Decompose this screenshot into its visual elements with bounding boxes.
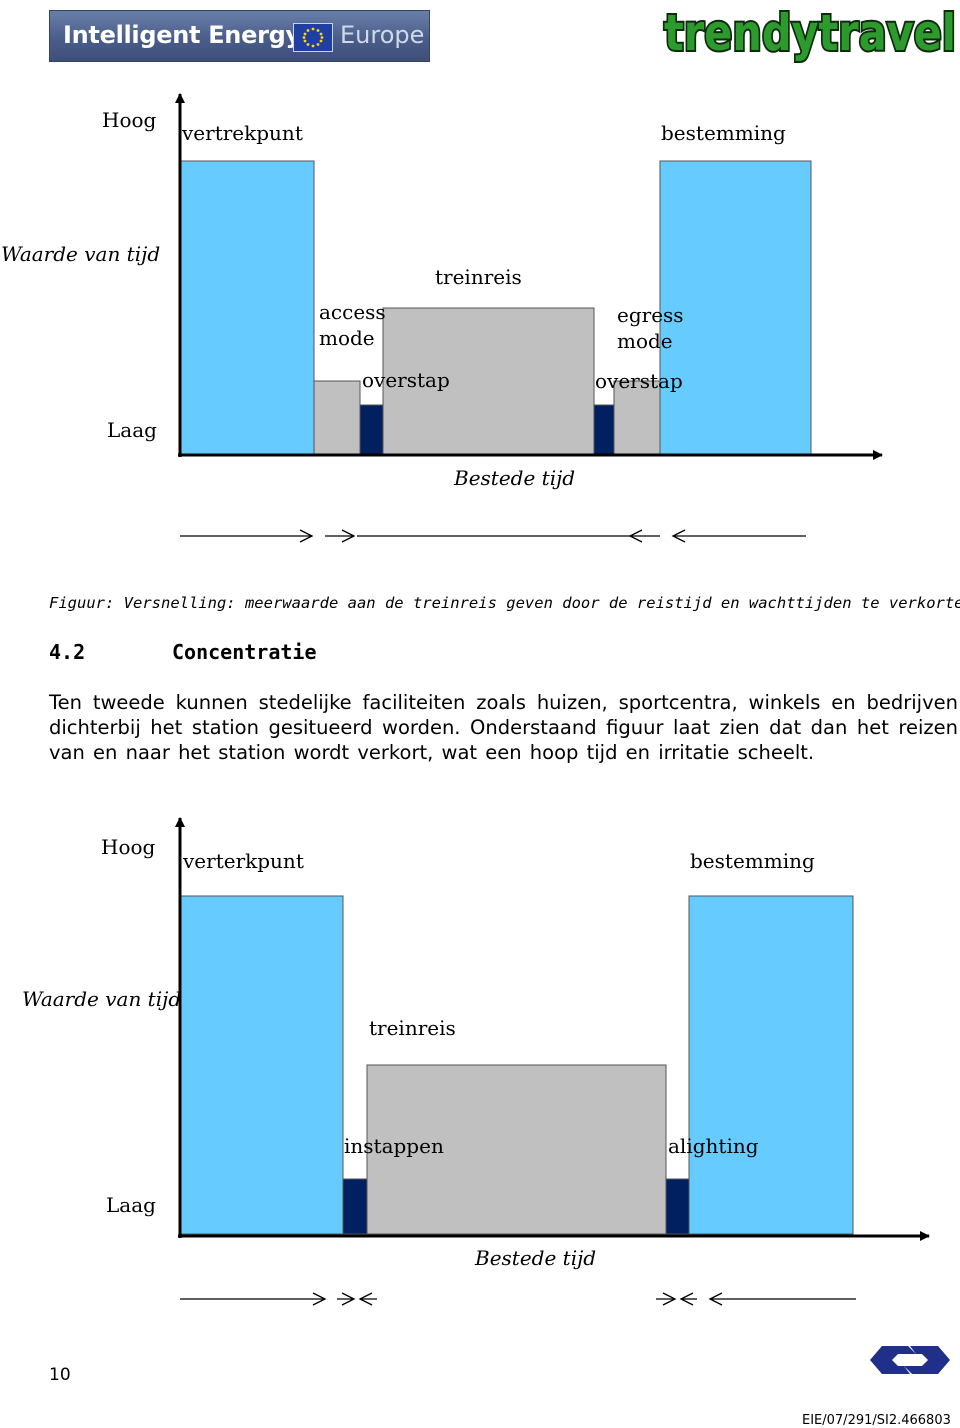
fig2-bar-instappen [342, 1178, 368, 1235]
fig1-label-vertrekpunt: vertrekpunt [182, 121, 303, 145]
fig2-label-bestede-tijd: Bestede tijd [475, 1246, 597, 1270]
fig1-label-laag: Laag [107, 418, 157, 442]
page-number: 10 [49, 1365, 71, 1385]
fig2-duration-arrows [180, 1292, 856, 1306]
fig1-label-bestede-tijd: Bestede tijd [454, 466, 576, 490]
eu-flag-icon [293, 23, 333, 52]
fig2-label-treinreis: treinreis [369, 1016, 456, 1040]
trendy-travel-logo: trendytravel [662, 0, 960, 64]
fig1-label-waarde: Waarde van tijd [1, 242, 161, 266]
fig1-bar-access [313, 380, 361, 456]
document-id: EIE/07/291/SI2.466803 [802, 1413, 951, 1428]
fig1-bar-overstap-1 [359, 404, 384, 456]
fig1-label-overstap-2: overstap [595, 369, 683, 393]
fig2-label-instappen: instappen [344, 1134, 444, 1158]
fig2-label-alighting: alighting [668, 1134, 759, 1158]
fig1-label-egress-1: egress [617, 303, 684, 327]
fig1-bar-vertrekpunt [178, 160, 315, 456]
fig1-bar-bestemming [659, 160, 812, 456]
figure-caption: Figuur: Versnelling: meerwaarde aan de t… [49, 594, 960, 612]
fig1-duration-arrows [180, 529, 806, 543]
section-title: Concentratie [172, 640, 317, 664]
fig2-label-vertrekpunt: verterkpunt [183, 849, 304, 873]
fig2-label-bestemming: bestemming [690, 849, 815, 873]
intelligent-energy-logo: Intelligent Energy Europe [49, 10, 430, 62]
fig2-label-hoog: Hoog [101, 835, 156, 859]
fig1-label-treinreis: treinreis [435, 265, 522, 289]
fig1-label-overstap-1: overstap [362, 368, 450, 392]
fig2-label-laag: Laag [106, 1193, 156, 1217]
fig1-label-hoog: Hoog [102, 108, 157, 132]
fig2-label-waarde: Waarde van tijd [22, 987, 182, 1011]
ie-logo-europe: Europe [340, 21, 425, 49]
fig1-bar-treinreis [382, 307, 595, 456]
fig1-bar-overstap-2 [593, 404, 615, 456]
section-number: 4.2 [49, 640, 86, 664]
ie-logo-text: Intelligent Energy [63, 21, 301, 49]
fig2-bar-treinreis [366, 1064, 667, 1235]
fig1-label-bestemming: bestemming [661, 121, 786, 145]
fig1-label-access-2: mode [319, 326, 375, 350]
fig2-bar-vertrekpunt [178, 895, 344, 1235]
body-paragraph: Ten tweede kunnen stedelijke faciliteite… [49, 691, 958, 764]
tt-logo-text: trendytravel [664, 4, 956, 62]
fig1-label-access-1: access [319, 300, 386, 324]
fig2-bar-alighting [665, 1178, 690, 1235]
ns-logo-icon [868, 1340, 952, 1380]
fig1-label-egress-2: mode [617, 329, 673, 353]
fig2-bar-bestemming [688, 895, 854, 1235]
fig1-bar-egress [613, 380, 661, 456]
